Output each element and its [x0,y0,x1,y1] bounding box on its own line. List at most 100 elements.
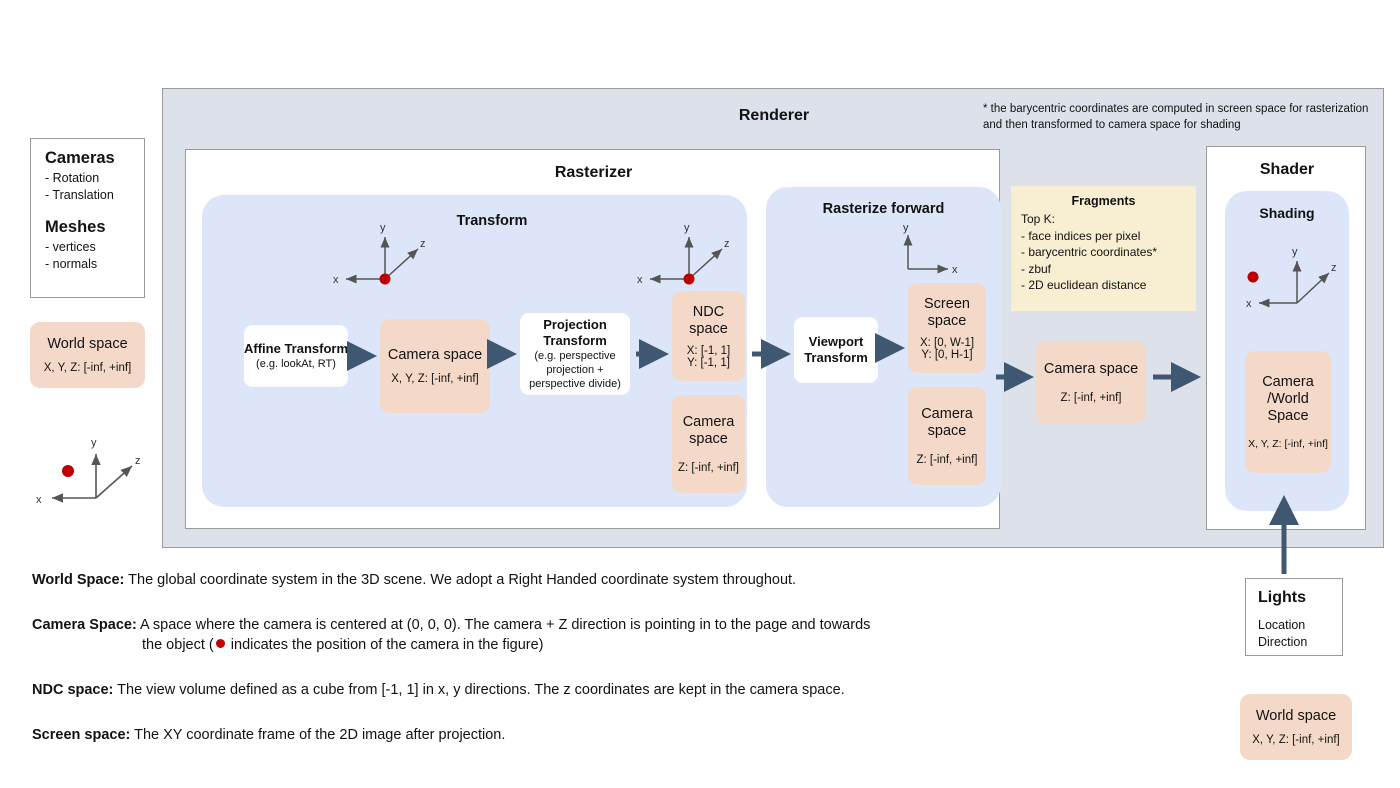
camera-world-range: X, Y, Z: [-inf, +inf] [1248,438,1328,450]
shader-container: Shader Shading x y z Camera /World Space… [1206,146,1366,530]
inputs-panel: Cameras - Rotation - Translation Meshes … [30,138,145,298]
transform-axes-diagram: x y z [333,222,426,286]
shader-title: Shader [1259,161,1315,178]
description-world-space: World Space: The global coordinate syste… [32,570,1122,590]
rasterize-forward-title: Rasterize forward [822,201,945,217]
lights-item-direction: Direction [1258,635,1308,649]
screen-space-range-x: X: [0, W-1] [919,336,975,349]
camera-space-label-3: Camera space [921,406,973,439]
ndc-axes-diagram: x y z [637,222,730,286]
camera-space-label-4: Camera space [1043,360,1139,377]
camera-space-range: X, Y, Z: [-inf, +inf] [391,373,479,385]
cameras-item-translation: - Translation [45,188,114,202]
lights-box: Lights Location Direction [1245,578,1343,656]
viewport-transform-block[interactable]: Viewport Transform [794,317,878,383]
cameras-heading: Cameras [45,149,115,167]
projection-transform-sub: (e.g. perspective projection + perspecti… [529,350,621,390]
affine-transform-title: Affine Transform [244,341,349,356]
screen-space-range-y: Y: [0, H-1] [921,348,973,361]
fragments-line-barycentric: - barycentric coordinates* [1021,245,1158,259]
camera-space-block-ndc: Camera space Z: [-inf, +inf] [672,395,745,493]
cameras-item-rotation: - Rotation [45,171,100,185]
camera-space-label: Camera space [387,347,483,363]
meshes-heading: Meshes [45,218,106,236]
fragments-line-face-indices: - face indices per pixel [1021,228,1141,243]
projection-transform-title: Projection Transform [543,317,607,348]
lights-title: Lights [1258,589,1306,606]
world-space-range: X, Y, Z: [-inf, +inf] [43,362,132,374]
meshes-item-normals: - normals [45,257,98,271]
camera-world-space-block: Camera /World Space X, Y, Z: [-inf, +inf… [1245,351,1331,473]
projection-transform-block[interactable]: Projection Transform (e.g. perspective p… [520,313,630,395]
axis-label-x: x [952,264,958,276]
description-camera-space-post: indicates the position of the camera in … [226,637,544,653]
axis-label-y: y [380,222,386,234]
screen-space-block: Screen space X: [0, W-1] Y: [0, H-1] [908,283,986,373]
description-text-screen-space: The XY coordinate frame of the 2D image … [130,727,506,743]
axis-label-y: y [1292,246,1298,258]
lights-item-location: Location [1258,618,1306,632]
camera-space-label-2: Camera space [682,414,735,447]
rasterize-forward-panel: Rasterize forward x y Viewport Transform… [766,187,1001,507]
camera-space-block-transform: Camera space X, Y, Z: [-inf, +inf] [380,319,490,413]
camera-space-block-middle: Camera space Z: [-inf, +inf] [1036,341,1146,423]
shading-axes-diagram: x y z [1246,246,1337,310]
fragments-box: Fragments Top K: - face indices per pixe… [1011,186,1196,311]
description-camera-space-line2: the object ( indicates the position of t… [32,635,1122,655]
description-term-screen-space: Screen space: [32,727,131,743]
affine-transform-block[interactable]: Affine Transform (e.g. lookAt, RT) [244,325,348,387]
axis-label-y: y [903,222,909,234]
fragments-title: Fragments [1071,194,1136,208]
ndc-space-range-y: Y: [-1, 1] [687,356,730,369]
description-text-ndc-space: The view volume defined as a cube from [… [113,682,845,698]
camera-space-range-2: Z: [-inf, +inf] [677,462,740,474]
meshes-item-vertices: - vertices [45,240,96,254]
fragments-line-topk: Top K: [1021,212,1056,226]
axis-label-z: z [420,238,426,250]
fragments-line-zbuf: - zbuf [1021,261,1052,276]
rasterizer-container: Rasterizer Transform x y z x y [185,149,1001,529]
description-term-camera-space: Camera Space: [32,617,137,633]
description-text-camera-space: A space where the camera is centered at … [136,617,871,633]
descriptions-block: World Space: The global coordinate syste… [32,570,1122,770]
screen-axes-diagram: x y [903,222,958,276]
lights-to-shader-arrow [1269,495,1299,574]
renderer-arrows [996,362,1201,392]
transform-panel: Transform x y z x y z [202,195,747,507]
axis-label-x: x [36,494,42,506]
fragments-line-distance: - 2D euclidean distance [1021,278,1147,292]
transform-title: Transform [456,213,528,229]
world-space-label: World space [47,336,128,352]
world-space-box-right: World space X, Y, Z: [-inf, +inf] [1240,694,1352,760]
rasterize-forward-arrows [875,333,905,363]
ndc-space-range-x: X: [-1, 1] [686,344,731,357]
axis-label-y: y [91,437,97,449]
description-camera-space: Camera Space: A space where the camera i… [32,615,1122,655]
axis-label-x: x [637,274,643,286]
axis-label-x: x [333,274,339,286]
camera-world-label-3: Space [1267,408,1309,424]
camera-dot-icon [215,639,225,648]
description-ndc-space: NDC space: The view volume defined as a … [32,680,1122,700]
camera-world-label-2: /World [1267,391,1309,407]
affine-transform-sub: (e.g. lookAt, RT) [256,358,336,370]
axis-label-z: z [135,455,141,467]
description-screen-space: Screen space: The XY coordinate frame of… [32,725,1122,745]
description-text-world-space: The global coordinate system in the 3D s… [124,572,797,588]
axis-label-z: z [724,238,730,250]
camera-space-range-3: Z: [-inf, +inf] [916,454,978,466]
world-space-range-right: X, Y, Z: [-inf, +inf] [1252,734,1340,746]
rasterizer-title: Rasterizer [554,164,633,181]
world-space-label-right: World space [1255,708,1337,724]
spacer [45,204,144,218]
description-camera-space-pre: the object ( [142,637,214,653]
ndc-space-block: NDC space X: [-1, 1] Y: [-1, 1] [672,291,745,381]
ndc-space-label: NDC space [689,303,728,337]
camera-world-label-1: Camera [1262,374,1314,390]
camera-space-range-4: Z: [-inf, +inf] [1060,391,1122,404]
world-axes-diagram: x y z [36,437,141,506]
shading-title: Shading [1259,205,1315,221]
axis-label-y: y [684,222,690,234]
axis-label-z: z [1331,262,1337,274]
footnote-text: * the barycentric coordinates are comput… [983,103,1369,131]
